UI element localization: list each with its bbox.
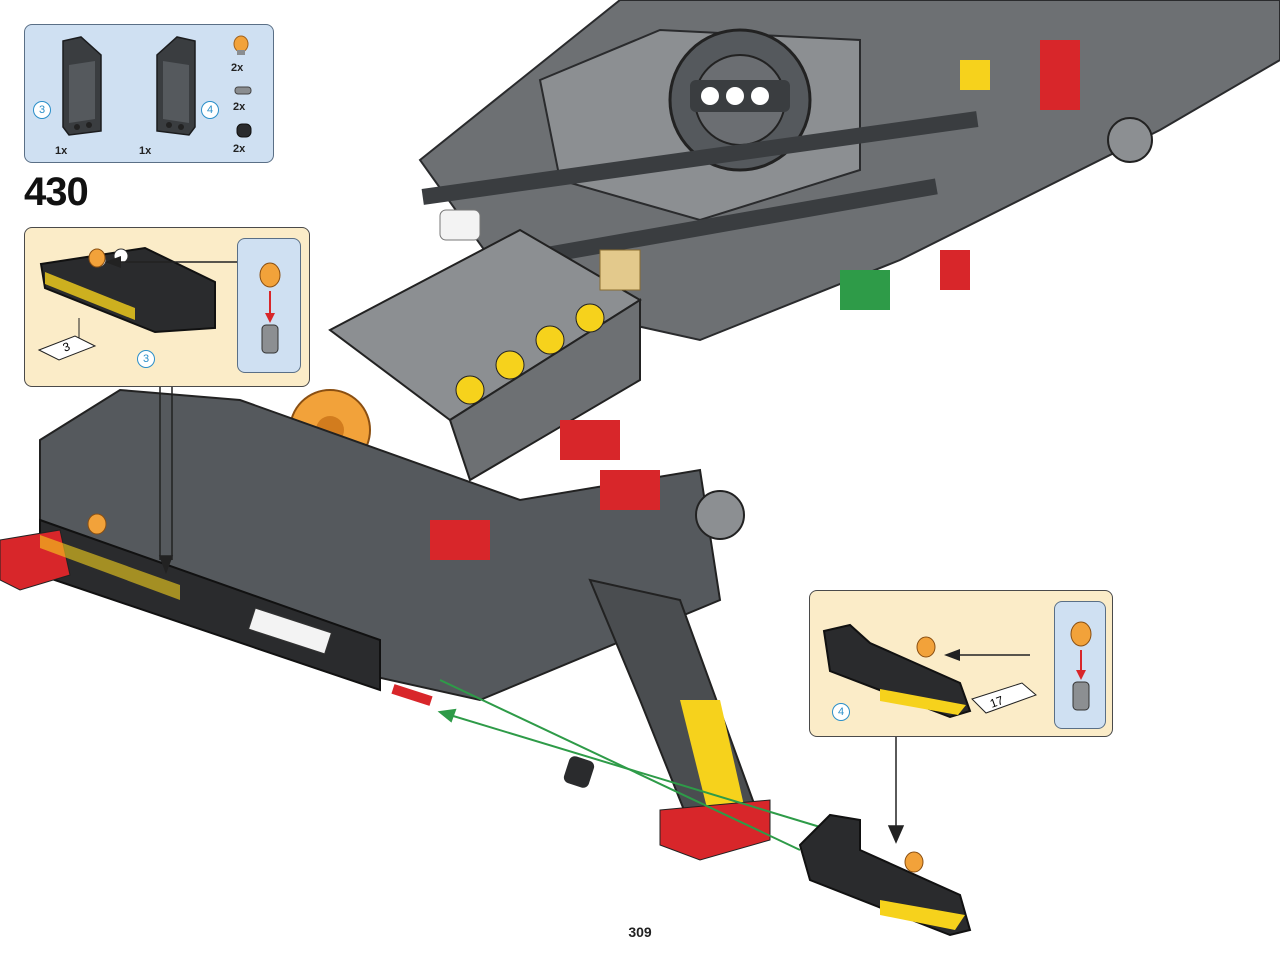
callout-right: 17 4	[809, 590, 1113, 737]
light-on-pin-icon	[259, 262, 281, 354]
left-panel-part-icon	[62, 36, 102, 136]
right-callout-arrow	[887, 736, 905, 844]
bush-icon	[236, 123, 252, 138]
chassis-front	[0, 388, 771, 861]
right-panel-qty: 1x	[139, 145, 152, 157]
orange-light-icon	[233, 35, 249, 55]
axle-pin-icon	[234, 86, 252, 95]
end-piece-right	[798, 813, 972, 937]
callout-left-panel-ref: 3	[137, 350, 155, 368]
callout-left-subassembly	[237, 238, 301, 373]
left-panel-qty: 1x	[55, 145, 68, 157]
installed-light	[87, 513, 107, 535]
page-number: 309	[628, 924, 652, 940]
left-callout-arrows	[158, 386, 174, 575]
callout-3-badge: 3	[33, 101, 51, 119]
callout-4-badge: 4	[201, 101, 219, 119]
light-on-pin-icon-right	[1070, 621, 1092, 711]
green-insertion-arrows	[437, 679, 831, 851]
bush-qty: 2x	[233, 143, 246, 155]
callout-right-panel	[822, 623, 1037, 719]
orange-light-qty: 2x	[231, 62, 244, 74]
callout-right-panel-ref: 4	[832, 703, 850, 721]
axle-pin-qty: 2x	[233, 101, 246, 113]
callout-left-panel	[37, 246, 245, 361]
callout-right-subassembly	[1054, 601, 1106, 729]
right-panel-part-icon	[156, 36, 196, 136]
parts-list-box: 3 1x 4 1x 2x 2x 2x	[24, 24, 274, 163]
step-number: 430	[24, 170, 89, 214]
callout-left: 3 3	[24, 227, 310, 387]
